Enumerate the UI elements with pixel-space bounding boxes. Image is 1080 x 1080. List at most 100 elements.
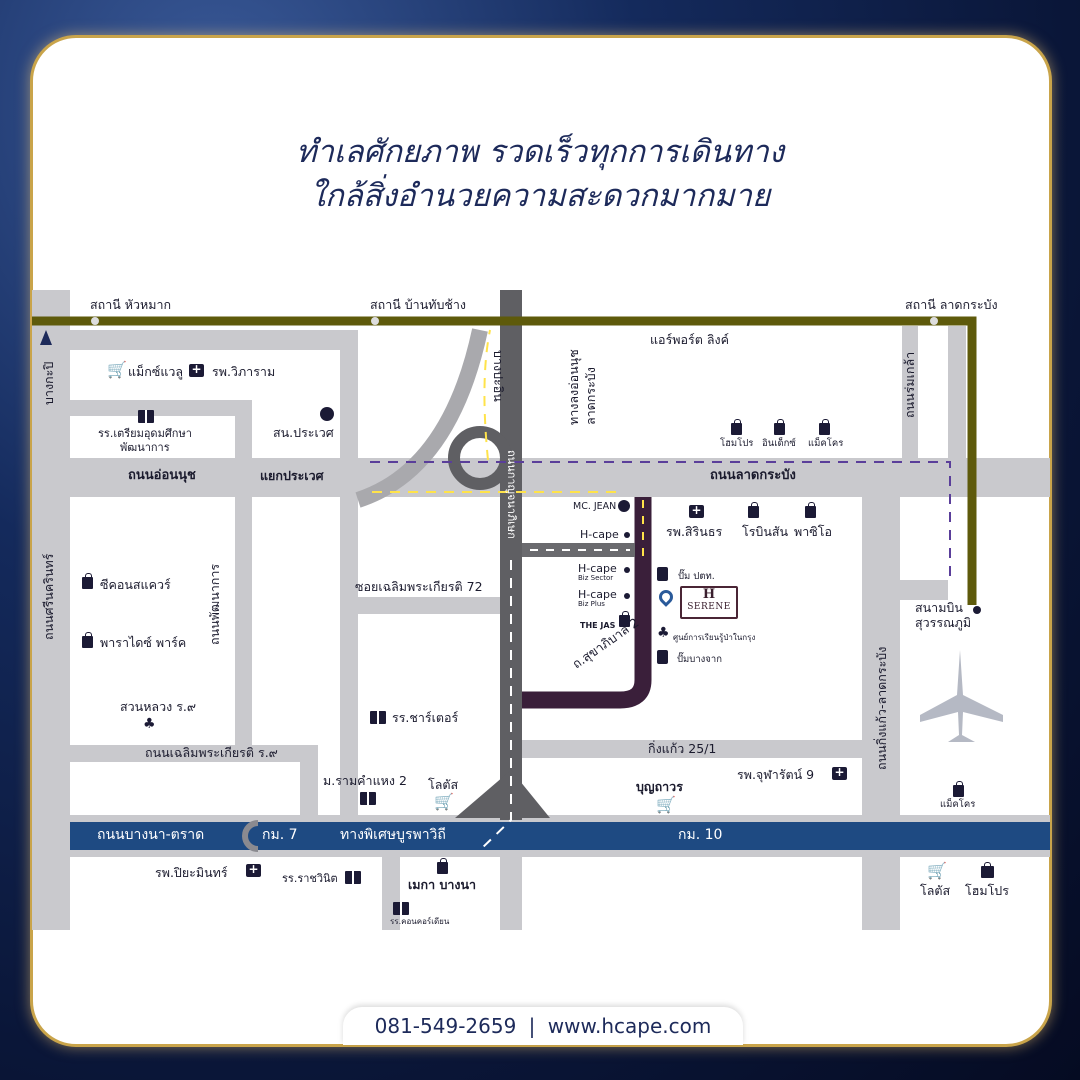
road-romklao: ถนนร่มเกล้า	[902, 351, 917, 418]
place-chularat: รพ.จุฬารัตน์ 9	[737, 767, 815, 782]
place-mcjean: MC. JEAN	[573, 501, 617, 512]
place-paradise: พาราไดซ์ พาร์ค	[100, 635, 187, 650]
station-huamak: สถานี หัวหมาก	[90, 297, 172, 312]
place-rajavinit: รร.ราชวินิต	[282, 872, 338, 885]
place-homepro: โฮมโปร	[720, 438, 754, 449]
logo-mark: H	[702, 587, 716, 602]
shopping-bag-icon	[953, 781, 964, 797]
road-soi72: ซอยเฉลิมพระเกียรติ 72	[355, 579, 483, 594]
road-kingkaew: ถนนกิ่งแก้ว-ลาดกระบัง	[874, 646, 889, 770]
place-charter: รร.ชาร์เตอร์	[392, 710, 459, 725]
exit-label-1: ทางลงอ่อนนุช	[566, 349, 581, 425]
station-banthapchang: สถานี บ้านทับช้าง	[370, 297, 467, 312]
contact-footer: 081-549-2659 | www.hcape.com	[343, 1007, 743, 1045]
place-forest: ศูนย์การเรียนรู้ป่าในกรุง	[673, 633, 756, 642]
road-kingkaew-25-1: กิ่งแก้ว 25/1	[648, 741, 717, 756]
place-makro: แม็คโคร	[808, 438, 844, 449]
place-hcape: H-cape	[580, 528, 619, 541]
place-boonthavorn: บุญถาวร	[636, 779, 683, 794]
place-thejas: THE JAS	[580, 621, 616, 630]
shopping-bag-icon	[82, 632, 93, 648]
place-airport-1: สนามบิน	[915, 600, 963, 615]
hospital-icon	[189, 362, 204, 377]
place-triam-1: รร.เตรียมอุดมศึกษา	[98, 427, 192, 440]
place-homepro-2: โฮมโปร	[965, 883, 1009, 898]
website-link[interactable]: www.hcape.com	[547, 1014, 712, 1038]
cart-icon: 🛒	[107, 360, 127, 379]
place-lotus: โลตัส	[428, 777, 459, 792]
cart-icon: 🛒	[656, 795, 676, 814]
highway-bangna	[70, 822, 1050, 850]
place-wiparam: รพ.วิภาราม	[212, 364, 276, 379]
headline-1: ทำเลศักยภาพ รวดเร็วทุกการเดินทาง	[296, 134, 784, 170]
place-bangchak: ปั๊มบางจาก	[677, 654, 722, 665]
road-sukhapiban2	[522, 497, 652, 709]
shopping-bag-icon	[437, 858, 448, 874]
place-paseo: พาซิโอ	[794, 524, 832, 539]
shopping-bag-icon	[619, 611, 630, 627]
place-mega-bangna: เมกา บางนา	[408, 877, 477, 892]
road-bangkapi: บางกะปิ	[41, 361, 56, 405]
place-makro-2: แม็คโคร	[940, 799, 976, 810]
place-hcape-sector: H-cape	[578, 562, 617, 575]
cart-icon: 🛒	[927, 861, 947, 880]
shopping-bag-icon	[819, 419, 830, 435]
dot-icon	[624, 567, 630, 573]
highway-kanchana	[500, 290, 522, 820]
road-bangna: ถนนบางนา-ตราด	[97, 827, 205, 843]
road-pattanakarn: ถนนพัฒนาการ	[207, 563, 222, 645]
gas-pump-icon	[657, 650, 668, 664]
route-purple	[370, 461, 951, 580]
dot-icon	[624, 593, 630, 599]
school-icon	[393, 902, 409, 915]
route-yellow	[372, 329, 620, 493]
tree-icon: ♣	[657, 625, 670, 641]
place-biz-sector: Biz Sector	[578, 574, 614, 582]
tree-icon: ♣	[143, 716, 156, 732]
shopping-bag-icon	[805, 502, 816, 518]
place-suanluang: สวนหลวง ร.๙	[120, 699, 197, 714]
school-icon	[370, 711, 386, 724]
airplane-icon	[920, 650, 1003, 742]
hospital-icon	[689, 503, 704, 518]
dot-icon	[618, 500, 630, 512]
separator: |	[528, 1014, 536, 1038]
road-onnut: ถนนอ่อนนุช	[128, 468, 196, 483]
cart-icon: 🛒	[434, 792, 454, 811]
road-latkrabang: ถนนลาดกระบัง	[710, 468, 796, 483]
km10: กม. 10	[678, 827, 723, 843]
shopping-bag-icon	[82, 573, 93, 589]
place-robinson: โรบินสัน	[742, 524, 789, 539]
headline-2: ใกล้สิ่งอำนวยความสะดวกมากมาย	[309, 178, 771, 214]
place-maxvalu: แม็กซ์แวลู	[128, 364, 184, 379]
place-hcape-plus: H-cape	[578, 588, 617, 601]
place-airport-2: สุวรรณภูมิ	[915, 615, 972, 630]
place-ram2: ม.รามคำแหง 2	[323, 773, 407, 788]
serene-logo: H SERENE	[680, 586, 738, 619]
road-burapha: ทางพิเศษบูรพาวิถี	[340, 827, 446, 843]
school-icon	[345, 871, 361, 884]
rail-label: แอร์พอร์ต ลิงค์	[650, 332, 729, 347]
place-piyamin: รพ.ปิยะมินทร์	[155, 865, 228, 880]
exit-label-2: ลาดกระบัง	[583, 367, 598, 425]
place-triam-2: พัฒนาการ	[120, 441, 170, 454]
hospital-icon	[832, 765, 847, 780]
place-seacon: ซีคอนสแควร์	[100, 577, 171, 592]
gas-pump-icon	[657, 567, 668, 581]
dot-icon	[624, 532, 630, 538]
road-kanchana: ถนนกาญจนาภิเษก	[505, 450, 518, 539]
road-onnut-latkrabang	[32, 458, 1050, 497]
airport-rail-link	[32, 316, 977, 605]
shopping-bag-icon	[731, 419, 742, 435]
shopping-bag-icon	[774, 419, 785, 435]
hospital-icon	[246, 862, 261, 877]
road-srinakarin-label: ถนนศรีนครินทร์	[41, 553, 56, 640]
km7: กม. 7	[262, 827, 298, 843]
road-rama9: ถนนเฉลิมพระเกียรติ ร.๙	[145, 745, 278, 760]
police-dot-icon	[320, 407, 334, 421]
logo-name: SERENE	[687, 602, 731, 612]
shopping-bag-icon	[748, 502, 759, 518]
road-bangpain: บางปะอิน	[491, 350, 506, 402]
phone-number[interactable]: 081-549-2659	[374, 1014, 517, 1038]
